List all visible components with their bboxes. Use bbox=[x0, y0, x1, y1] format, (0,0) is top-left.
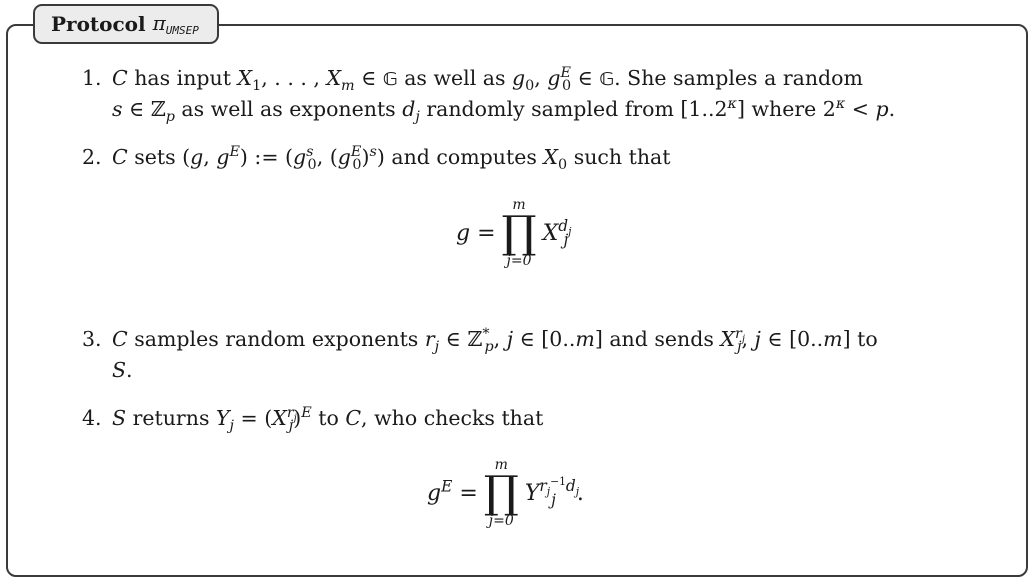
step-number: 1. bbox=[82, 66, 102, 90]
step-number: 4. bbox=[82, 406, 102, 430]
step-4-equation: gE = m∏j=0 Yrj−1djj . bbox=[427, 457, 584, 529]
step-number: 3. bbox=[82, 327, 102, 351]
protocol-title-tab: Protocol πUMSEP bbox=[33, 4, 219, 44]
step-2-equation: g = m∏j=0 Xdjj bbox=[456, 197, 572, 269]
step-2-line-1: C sets (g, gE) := (gs0, (gE0)s) and comp… bbox=[112, 144, 671, 174]
protocol-box bbox=[6, 24, 1028, 577]
step-1-line-1: C has input X1, . . . , Xm ∈ 𝔾 as well a… bbox=[112, 65, 863, 95]
step-4-line-1: S returns Yj = (Xrjj)E to C, who checks … bbox=[112, 405, 544, 435]
step-number: 2. bbox=[82, 145, 102, 169]
step-3-line-1: C samples random exponents rj ∈ ℤ*p, j ∈… bbox=[112, 326, 878, 356]
step-3-line-2: S. bbox=[112, 358, 133, 382]
protocol-symbol: πUMSEP bbox=[152, 11, 199, 37]
protocol-title: Protocol bbox=[51, 12, 146, 36]
protocol-subscript: UMSEP bbox=[165, 24, 199, 37]
step-1-line-2: s ∈ ℤp as well as exponents dj randomly … bbox=[112, 96, 896, 126]
